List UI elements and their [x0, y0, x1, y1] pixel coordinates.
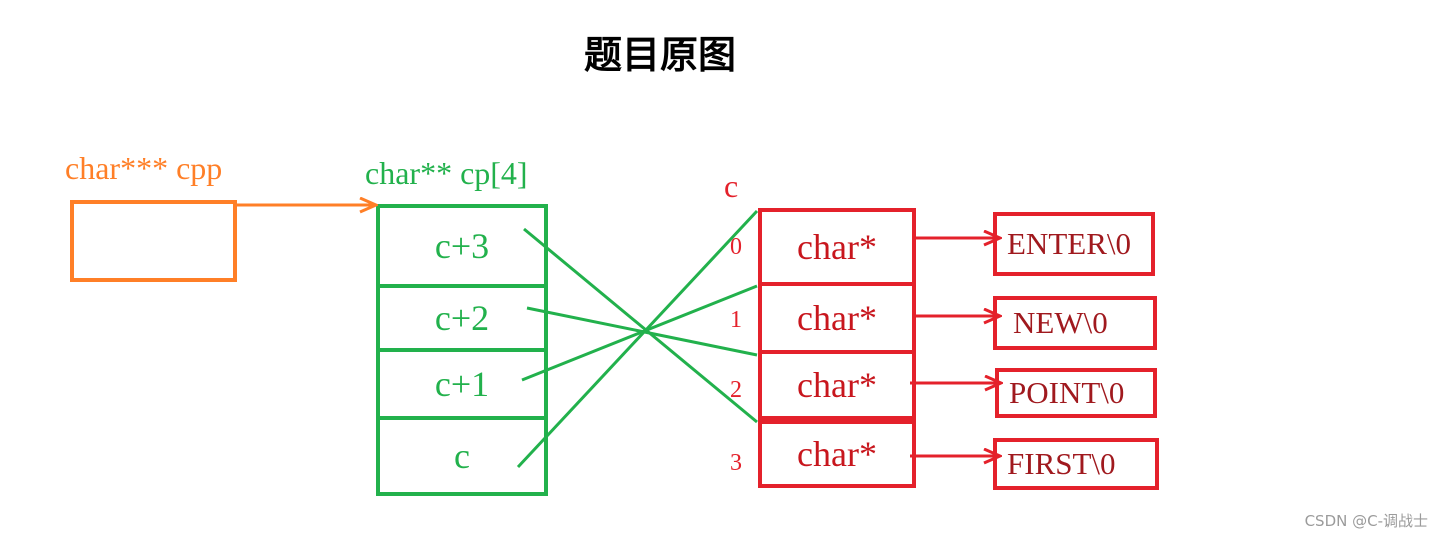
- cp-label: char** cp[4]: [365, 155, 528, 191]
- c-index-3: 3: [730, 450, 742, 476]
- cpp-box: [70, 200, 237, 282]
- c-index-1: 1: [730, 307, 742, 333]
- string-box-1: NEW\0: [993, 296, 1157, 350]
- cp-divider: [376, 348, 548, 352]
- cp-cell-0: c+3: [434, 226, 490, 266]
- watermark: CSDN @C-调战士: [1304, 512, 1428, 530]
- c-cell-2: char*: [758, 350, 916, 420]
- cp-line-c1: [521, 284, 758, 382]
- page-title: 题目原图: [583, 33, 736, 77]
- cp-cell-1: c+2: [434, 298, 490, 338]
- string-box-0: ENTER\0: [993, 212, 1155, 276]
- c-index-0: 0: [730, 234, 742, 260]
- cp-divider: [376, 284, 548, 288]
- string-box-2: POINT\0: [995, 368, 1157, 418]
- cp-cell-2: c+1: [434, 364, 490, 404]
- cp-line-c: [516, 209, 759, 469]
- c-label: c: [724, 168, 739, 204]
- cp-divider: [376, 416, 548, 420]
- cp-cell-3: c: [454, 436, 470, 476]
- c-index-2: 2: [730, 377, 742, 403]
- cp-line-c3: [523, 227, 758, 424]
- cpp-label: char*** cpp: [65, 150, 223, 186]
- c-cell-3: char*: [758, 420, 916, 488]
